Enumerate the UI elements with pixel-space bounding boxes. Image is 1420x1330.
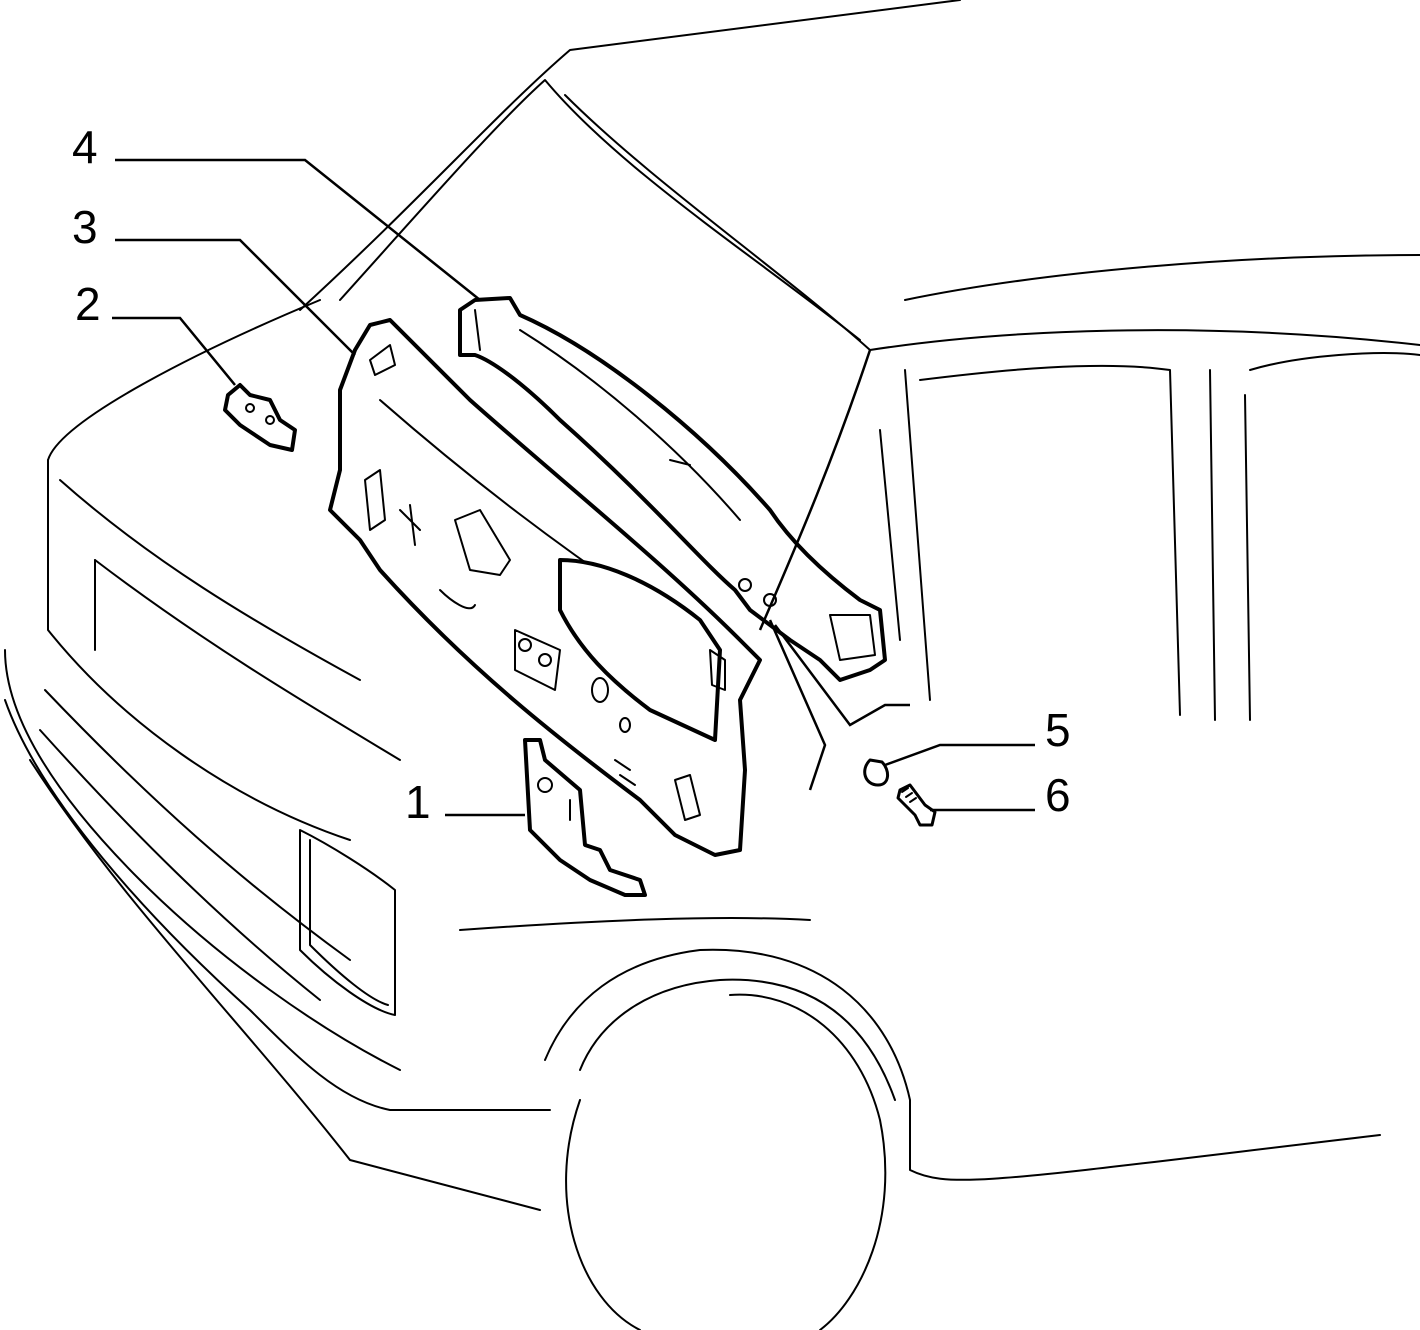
hood-front [47, 459, 351, 841]
panel-hole [619, 717, 631, 733]
door-window-front [919, 364, 1181, 716]
callout-labels: 4 3 2 1 5 6 [72, 121, 1071, 828]
headlight-inner [309, 839, 389, 1006]
bumper-bottom [29, 759, 541, 1211]
hood-edge [59, 479, 361, 681]
hood-top [47, 299, 321, 461]
panel-hole [591, 677, 609, 703]
part-6-bolt [896, 783, 937, 827]
bumper-lower [4, 699, 551, 1111]
callout-3: 3 [72, 201, 98, 253]
panel-opening-large [558, 558, 722, 742]
wheel-arch-inner [579, 978, 896, 1101]
door-window-rear [1249, 352, 1420, 371]
leader-2 [112, 316, 236, 386]
roof-edge [869, 329, 1420, 351]
part-5-clip-nut [863, 758, 889, 787]
leader-3 [115, 238, 356, 356]
part-3-front-panel [328, 318, 762, 857]
windshield-frame [339, 79, 861, 341]
vehicle-body [4, 0, 1420, 1330]
roof-line [299, 0, 961, 311]
tire-tread [729, 993, 887, 1330]
assembly-line-6 [768, 619, 827, 791]
assembly-line-5 [774, 624, 910, 727]
leader-lines [112, 158, 1035, 817]
bumper-upper [4, 649, 401, 1071]
tire [565, 1099, 641, 1330]
panel-hole [538, 653, 552, 667]
leader-4 [115, 158, 481, 301]
panel-hole [518, 638, 532, 652]
grille-top [94, 559, 401, 761]
callout-5: 5 [1045, 704, 1071, 756]
callout-6: 6 [1045, 769, 1071, 821]
callout-1: 1 [405, 776, 431, 828]
panel-opening-small [454, 509, 511, 576]
wheel-arch [544, 948, 1381, 1181]
part-1-lower-bracket [523, 738, 647, 897]
headlight [299, 829, 396, 1016]
part-2-bracket [223, 383, 297, 452]
windshield-inner [564, 94, 871, 351]
leader-5 [884, 743, 1035, 767]
b-pillar [1209, 369, 1216, 721]
door-edge [1244, 394, 1251, 721]
callout-2: 2 [75, 278, 101, 330]
callout-4: 4 [72, 121, 98, 173]
mounting-hole [738, 578, 752, 592]
a-pillar [904, 369, 931, 701]
assembly-line-3 [758, 349, 872, 631]
bumper-line-1 [39, 729, 321, 1001]
fender-line [459, 917, 811, 931]
cowl-line [879, 429, 901, 641]
roof-rail [904, 254, 1420, 301]
bumper-line-2 [44, 689, 351, 961]
